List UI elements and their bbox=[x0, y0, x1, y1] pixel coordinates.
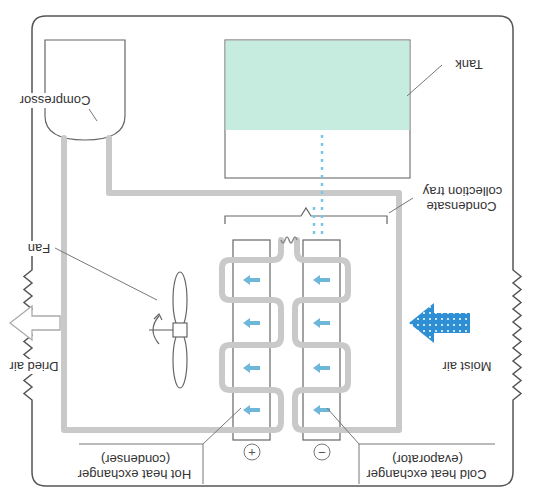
condensate-tray bbox=[225, 208, 387, 224]
condensate-drips bbox=[313, 206, 316, 234]
tank-water bbox=[226, 41, 410, 130]
part-label-text: Fan bbox=[27, 241, 51, 256]
coil-arrow bbox=[243, 363, 260, 373]
part-label-text: Compressor bbox=[19, 93, 92, 108]
dried-air-arrow bbox=[10, 306, 60, 340]
part-label: Dried air bbox=[3, 359, 65, 374]
terminal-sign-text: + bbox=[247, 445, 257, 460]
plus-terminal bbox=[244, 444, 260, 460]
part-label-text: Moist air bbox=[441, 359, 492, 374]
part-label-text: Tank bbox=[454, 57, 483, 72]
terminal-sign-text: − bbox=[317, 445, 327, 460]
terminal-sign: + bbox=[244, 444, 260, 460]
part-label: Condensate collection tray bbox=[415, 184, 509, 214]
coil-arrows bbox=[243, 275, 330, 415]
part-label: Fan bbox=[19, 241, 59, 256]
cold-exchanger bbox=[303, 240, 340, 440]
part-label: Compressor bbox=[13, 93, 97, 108]
part-label: Moist air bbox=[435, 359, 499, 374]
part-label: Cold heat exchanger (evaporator) bbox=[361, 452, 493, 482]
part-label-text: Dried air bbox=[8, 359, 59, 374]
refrigerant-tube bbox=[64, 138, 399, 430]
coil-arrow bbox=[313, 275, 330, 285]
condensate-drips bbox=[321, 130, 324, 234]
coil-arrow bbox=[243, 275, 260, 285]
part-label-text: Cold heat exchanger (evaporator) bbox=[367, 452, 488, 482]
compressor bbox=[45, 40, 125, 140]
tank bbox=[225, 40, 410, 178]
cold-coil bbox=[109, 138, 399, 430]
part-label: Tank bbox=[443, 57, 495, 72]
coil-arrow bbox=[313, 363, 330, 373]
coil-arrow bbox=[243, 405, 260, 415]
hot-coil bbox=[64, 138, 281, 430]
part-label-text: Hot heat exchanger (condenser) bbox=[78, 452, 192, 482]
moist-air-arrow bbox=[409, 303, 470, 343]
coil-arrow bbox=[313, 318, 330, 328]
fan bbox=[149, 272, 187, 388]
part-label: Hot heat exchanger (condenser) bbox=[69, 452, 201, 482]
terminal-sign: − bbox=[314, 444, 330, 460]
leader-lines bbox=[55, 65, 495, 484]
coil-arrow bbox=[243, 318, 260, 328]
expansion-valve bbox=[281, 237, 297, 243]
minus-terminal bbox=[314, 444, 330, 460]
coil-arrow bbox=[313, 405, 330, 415]
housing bbox=[24, 16, 521, 486]
part-label-text: Condensate collection tray bbox=[422, 184, 502, 214]
